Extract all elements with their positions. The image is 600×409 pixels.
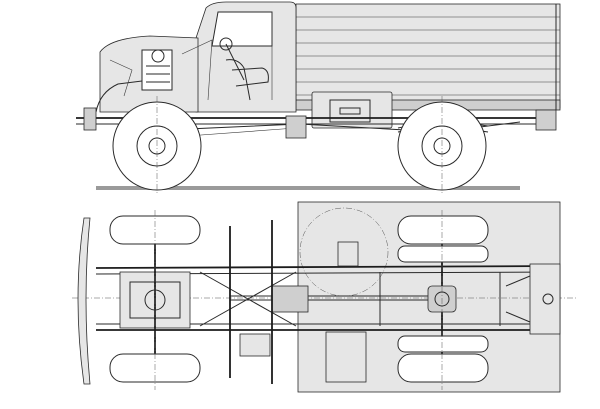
rear-inner-wheel-left-plan	[397, 245, 489, 263]
battery-plan	[337, 241, 359, 267]
side-elevation-view	[76, 1, 561, 194]
front-bumper	[77, 217, 91, 385]
rear-crossmember	[505, 263, 561, 335]
rear-inner-wheel-right-plan	[397, 335, 489, 353]
rear-wheel-left-plan	[397, 215, 489, 245]
ground-line	[96, 186, 520, 190]
front-wheel-side	[112, 96, 202, 194]
box-plan	[239, 333, 271, 357]
gearbox-plan	[271, 285, 309, 313]
rear-wheel-right-plan	[397, 353, 489, 383]
driver-cab	[195, 1, 297, 113]
tank-plan	[325, 331, 367, 383]
plan-view	[72, 201, 576, 393]
rear-wheel-side	[397, 96, 487, 194]
fuel-tank	[311, 91, 393, 129]
engine-hood	[95, 35, 213, 113]
